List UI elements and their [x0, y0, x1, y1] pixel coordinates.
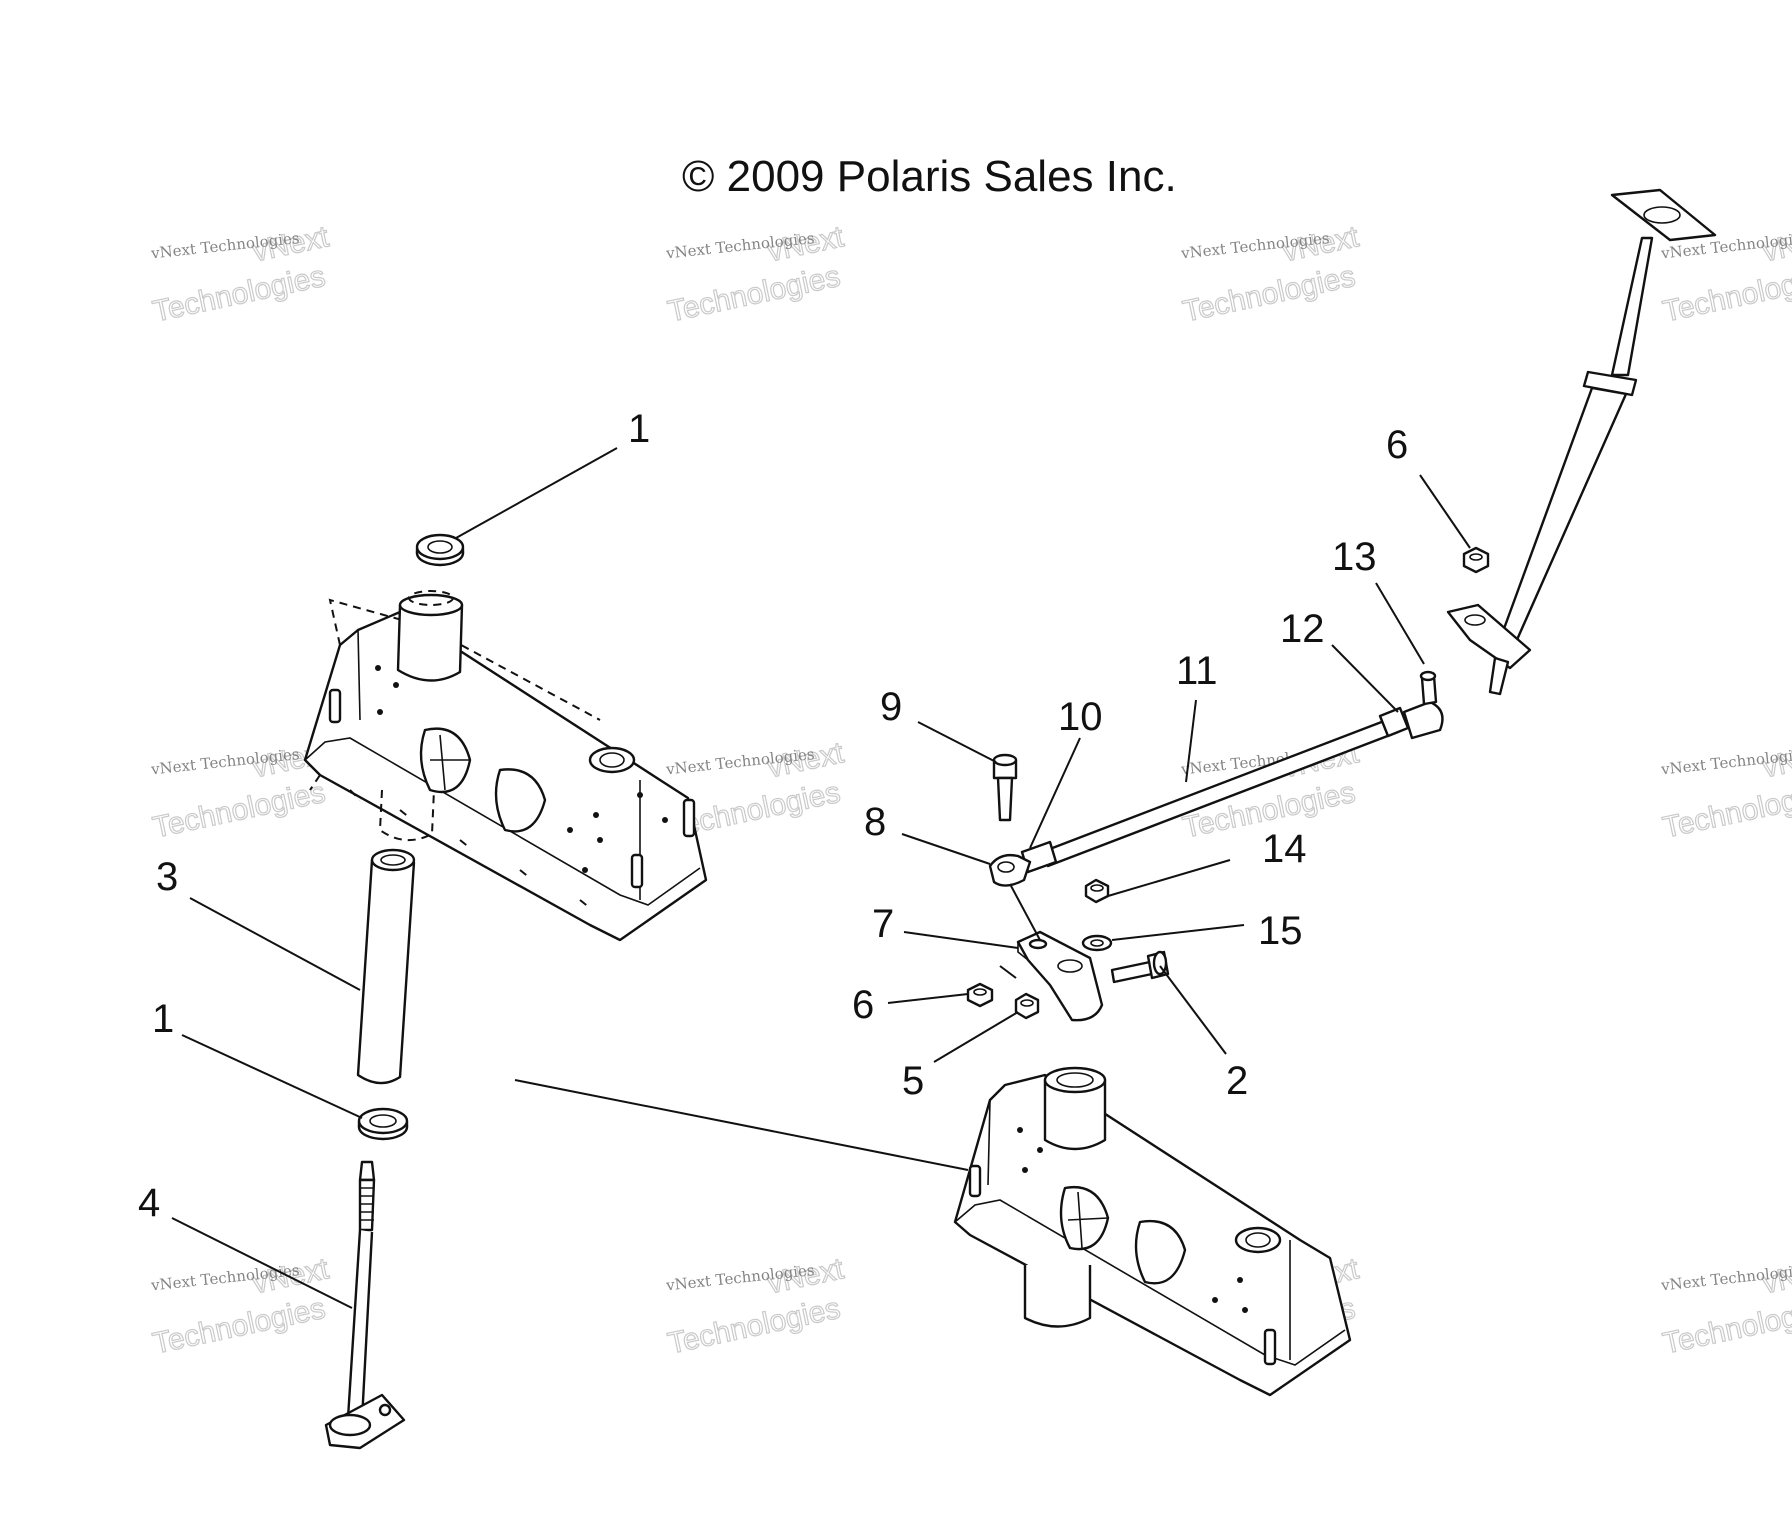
- bushing-bottom-icon: [357, 1107, 409, 1141]
- steering-column-icon: [1446, 188, 1717, 696]
- nut-6-upper-icon: [1462, 546, 1490, 574]
- steering-post-icon: [324, 1160, 406, 1450]
- rod-end-icon: [988, 853, 1032, 887]
- bolt-9-icon: [992, 753, 1018, 822]
- copyright-text: © 2009 Polaris Sales Inc.: [682, 152, 1177, 201]
- callout-3: 3: [156, 855, 178, 899]
- washer-15-icon: [1081, 934, 1113, 952]
- callout-12: 12: [1280, 607, 1325, 651]
- callout-8: 8: [864, 800, 886, 844]
- frame-crossmember-top-icon: [303, 590, 708, 942]
- pitman-arm-icon: [1016, 930, 1104, 1022]
- callout-9: 9: [880, 685, 902, 729]
- pivot-tube-icon: [356, 848, 416, 1085]
- assembly-leader-line: [514, 1079, 969, 1171]
- callout-1-bottom: 1: [152, 997, 174, 1041]
- callout-14: 14: [1262, 827, 1307, 871]
- callout-7: 7: [872, 902, 894, 946]
- nut-6-lower-icon: [966, 982, 994, 1008]
- callout-11: 11: [1176, 649, 1218, 693]
- leader-lines: [171, 447, 1471, 1309]
- callout-6-bottom: 6: [852, 983, 874, 1027]
- callout-labels: 1 3 1 4 6 13 12 11 10 9 8 14 7 15 6 5 2: [138, 407, 1408, 1225]
- callout-1-top: 1: [628, 407, 650, 451]
- callout-6-top: 6: [1386, 423, 1408, 467]
- callout-5: 5: [902, 1059, 924, 1103]
- bolt-2-icon: [1110, 950, 1170, 984]
- tie-rod-icon: [1020, 670, 1444, 874]
- nut-14-icon: [1084, 878, 1110, 904]
- frame-crossmember-bottom-icon: [953, 1066, 1352, 1397]
- callout-10: 10: [1058, 695, 1103, 739]
- callout-13: 13: [1332, 535, 1377, 579]
- callout-4: 4: [138, 1181, 160, 1225]
- bushing-top-icon: [415, 533, 465, 567]
- nut-5-icon: [1014, 992, 1040, 1020]
- callout-2: 2: [1226, 1059, 1248, 1103]
- callout-15: 15: [1258, 909, 1303, 953]
